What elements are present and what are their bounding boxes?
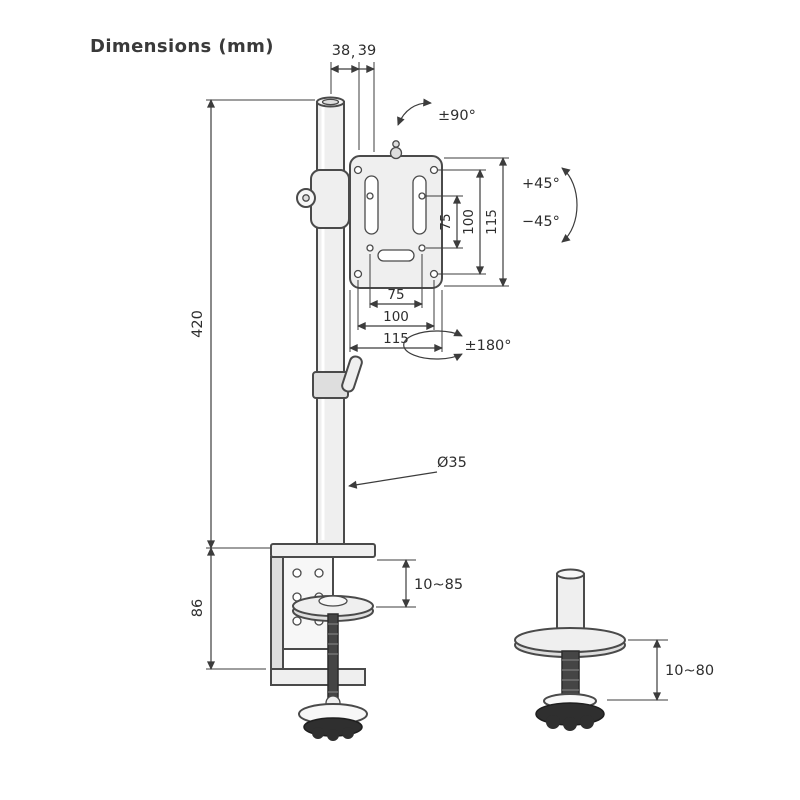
- dim-clamp-range: 10~85: [376, 559, 463, 608]
- dim-86-label: 86: [190, 599, 206, 617]
- dim-clamp-height: 86: [190, 547, 266, 670]
- pole-collar: [312, 355, 363, 399]
- tilt-arrow-icon: [561, 167, 578, 243]
- pole-clamp-collar: [310, 169, 350, 229]
- dim-clamp-range-label: 10~85: [414, 577, 463, 593]
- dim-420-label: 420: [190, 310, 206, 338]
- grommet-washer: [514, 627, 626, 653]
- tilt-lever: [341, 355, 363, 393]
- dim-tilt-up-label: +45°: [522, 176, 560, 192]
- dim-pole-height: 420: [190, 99, 315, 549]
- rotate-arrow-icon: [397, 98, 432, 126]
- top-screw-small: [392, 140, 400, 148]
- dim-vesa-horizontal: 75 100 115: [349, 254, 443, 353]
- clamp-side-flange: [270, 556, 284, 686]
- dim-swivel: ±180°: [403, 328, 512, 362]
- grommet-mount: [514, 568, 626, 731]
- dim-vesa-h100-label: 100: [383, 309, 409, 325]
- dim-rotate-label: ±90°: [438, 108, 476, 124]
- dim-vesa-h75-label: 75: [387, 287, 404, 303]
- clamp-screw-rod: [327, 613, 339, 703]
- dim-swivel-label: ±180°: [464, 338, 511, 354]
- dim-tilt-down-label: −45°: [522, 214, 560, 230]
- dim-separator: ,: [351, 45, 356, 61]
- dim-diameter-label: Ø35: [437, 455, 467, 471]
- vesa-plate-assembly: [296, 140, 443, 289]
- dim-vesa-h115-label: 115: [383, 331, 409, 347]
- pole-cap: [321, 98, 340, 106]
- dim-pole-diameter: Ø35: [348, 455, 467, 489]
- desk-clamp: [270, 543, 376, 741]
- dim-top-widths: 38 , 39: [330, 43, 376, 152]
- top-screw: [389, 146, 403, 160]
- dim-vesa-v100-label: 100: [461, 209, 477, 235]
- clamp-bottom-arm: [270, 668, 366, 686]
- dim-39-label: 39: [358, 43, 376, 59]
- clamp-top-plate: [270, 543, 376, 558]
- vesa-plate: [349, 140, 443, 289]
- dim-rotation: ±90°: [397, 98, 476, 126]
- page-title: Dimensions (mm): [90, 36, 274, 57]
- vesa-slot-bottom: [377, 249, 415, 262]
- grommet-pole-stub: [556, 573, 585, 635]
- dim-vesa-v75-label: 75: [438, 213, 454, 230]
- vesa-slot-right: [412, 175, 427, 235]
- pole: [316, 96, 345, 545]
- dim-tilt: +45° −45°: [522, 167, 578, 243]
- dim-vesa-v115-label: 115: [484, 209, 500, 235]
- dim-vesa-vertical: 75 100 115: [426, 157, 509, 287]
- dim-grommet-range-label: 10~80: [665, 663, 714, 679]
- swivel-arrow-icon: [403, 328, 463, 362]
- dim-grommet-range: 10~80: [607, 639, 714, 701]
- vesa-slot-left: [364, 175, 379, 235]
- dim-38-label: 38: [332, 43, 350, 59]
- grommet-nut: [535, 702, 605, 731]
- clamp-knob: [298, 695, 368, 741]
